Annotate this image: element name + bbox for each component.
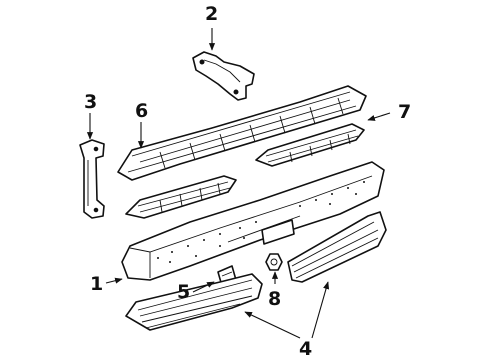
bumper-guard-left [125, 273, 263, 331]
callout-5: 5 [177, 281, 190, 303]
bracket-part-3 [79, 139, 105, 219]
callout-1: 1 [90, 273, 103, 295]
callout-3: 3 [84, 91, 97, 113]
bumper-guard-right [287, 211, 387, 283]
nut-part-8 [265, 253, 283, 271]
callout-2: 2 [205, 3, 218, 25]
callout-labels: 1 2 3 4 5 6 7 8 [84, 3, 411, 360]
callout-4: 4 [299, 338, 312, 360]
bracket-part-2 [192, 51, 255, 101]
step-pad-left [125, 175, 237, 219]
callout-6: 6 [135, 100, 148, 122]
step-pad-part-7 [255, 123, 365, 167]
callout-8: 8 [268, 288, 281, 310]
step-pad-part-6 [117, 85, 367, 181]
leader-lines [86, 28, 391, 339]
bumper-part-1 [121, 161, 385, 281]
callout-7: 7 [398, 101, 411, 123]
